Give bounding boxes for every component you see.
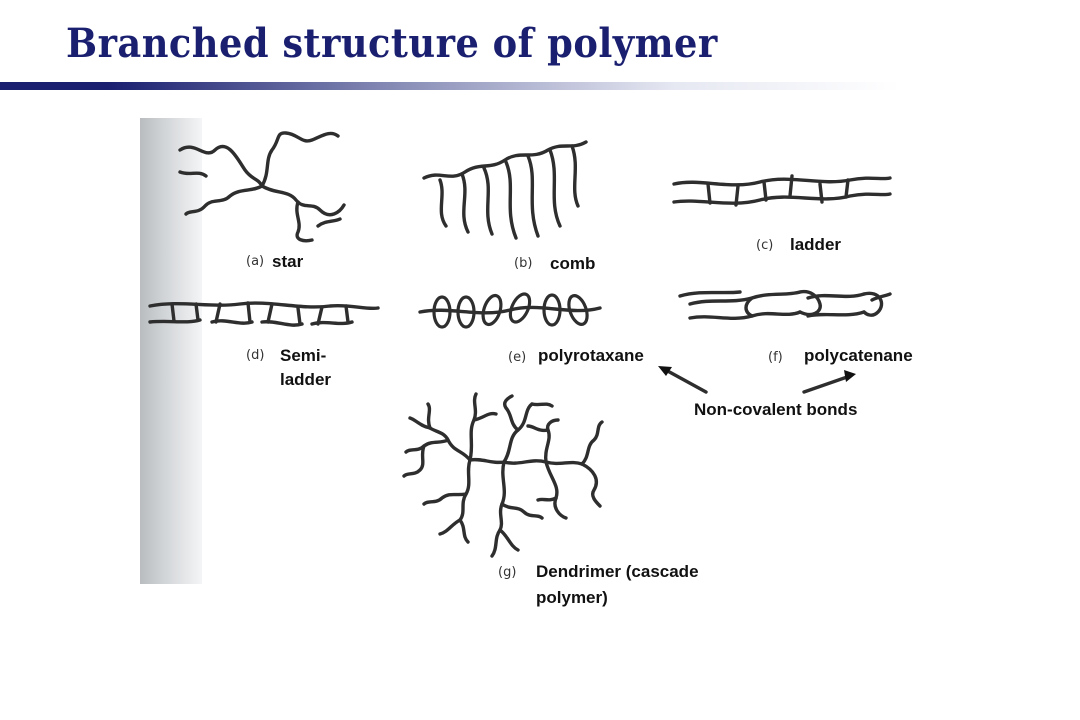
arrowhead-polycatenane: [844, 370, 856, 382]
label-dendrimer-line2: polymer): [536, 588, 608, 607]
scanned-page-edge: [140, 118, 202, 584]
dendrimer-drawing: [402, 392, 604, 558]
tag-e: (e): [508, 350, 527, 365]
arrow-to-polycatenane: [802, 374, 852, 394]
tag-d: (d): [246, 348, 265, 363]
comb-polymer-drawing: [422, 140, 588, 240]
polyrotaxane-drawing: [418, 292, 602, 329]
arrow-to-polyrotaxane: [662, 367, 708, 394]
label-semi-ladder-line1: Semi-: [280, 346, 327, 365]
tag-b: (b): [514, 256, 533, 271]
label-semi-ladder-line2: ladder: [280, 370, 332, 389]
semi-ladder-polymer-drawing: [148, 301, 380, 327]
ladder-polymer-drawing: [672, 174, 892, 207]
title-underline-bar: [0, 82, 900, 90]
tag-g: (g): [498, 565, 517, 580]
tag-f: (f): [768, 350, 783, 365]
label-dendrimer-line1: Dendrimer (cascade: [536, 562, 699, 581]
label-polycatenane: polycatenane: [804, 346, 913, 365]
slide-title: Branched structure of polymer: [66, 20, 718, 67]
label-comb: comb: [550, 254, 596, 273]
star-polymer-drawing: [178, 131, 346, 243]
arrowhead-polyrotaxane: [658, 366, 672, 376]
tag-a: (a): [246, 254, 265, 269]
polycatenane-drawing: [678, 289, 892, 320]
label-star: star: [272, 252, 304, 271]
label-non-covalent-bonds: Non-covalent bonds: [694, 400, 858, 419]
tag-c: (c): [756, 238, 774, 253]
label-polyrotaxane: polyrotaxane: [538, 346, 644, 365]
label-ladder: ladder: [790, 235, 842, 254]
